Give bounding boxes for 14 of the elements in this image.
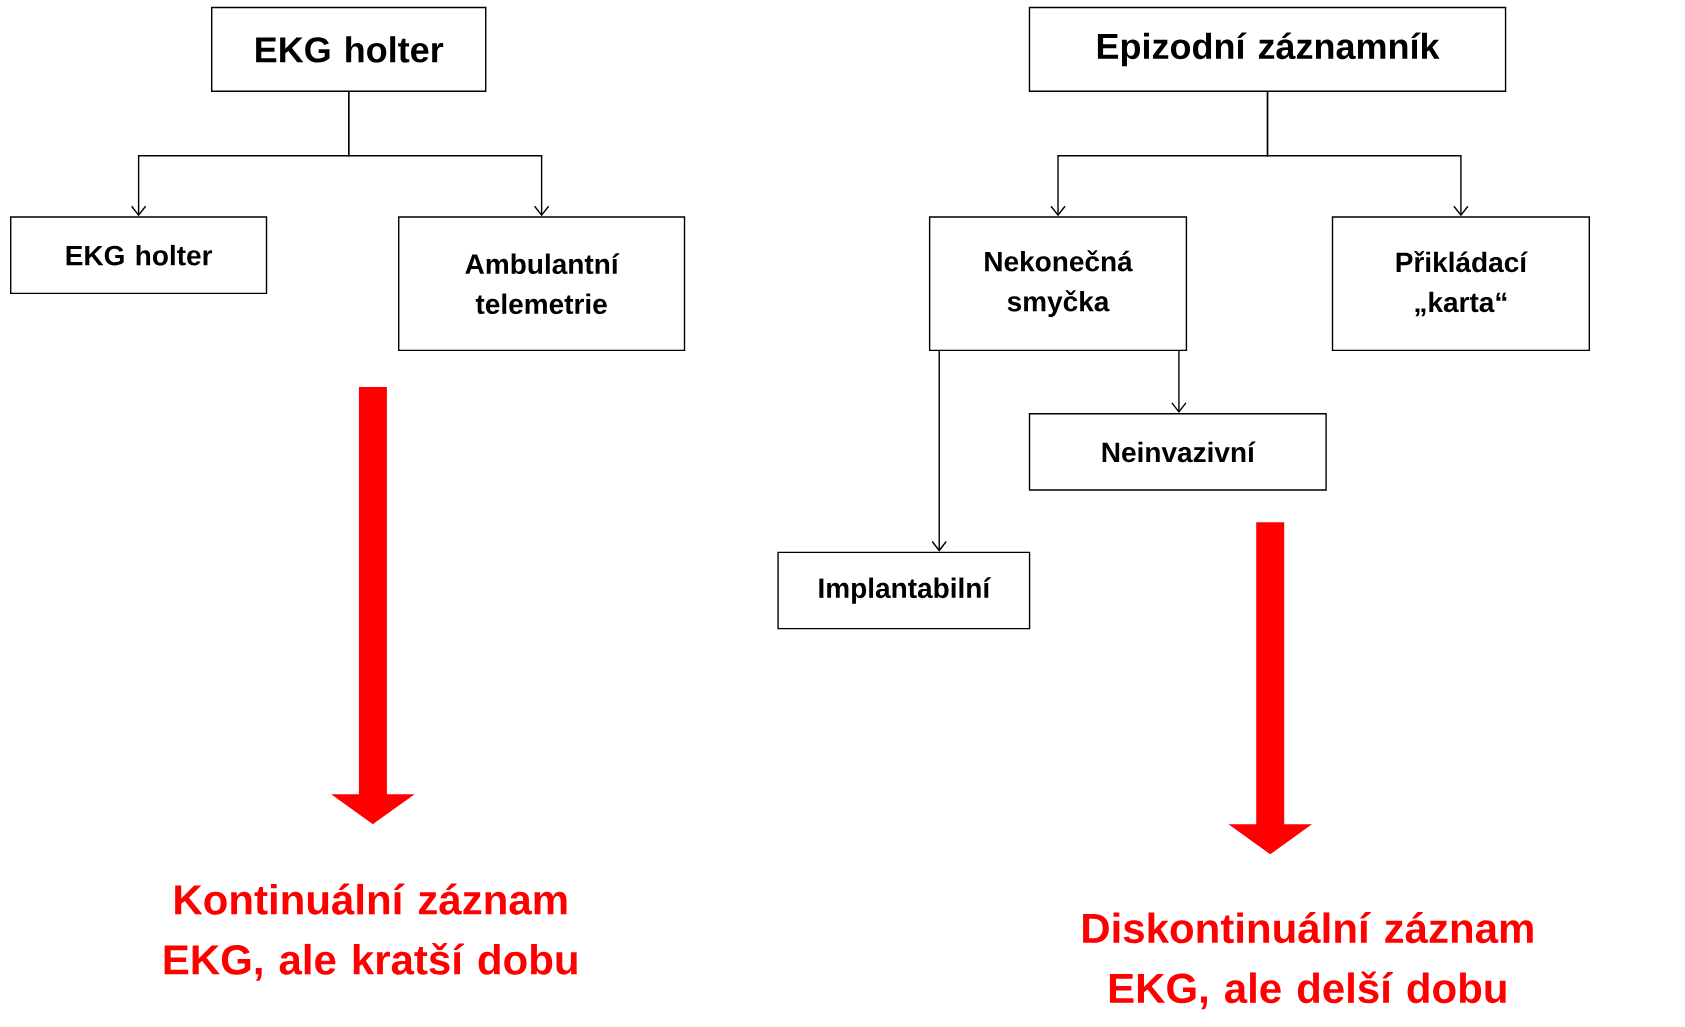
arrow <box>931 350 947 552</box>
process-box: Implantabilní <box>777 551 1031 630</box>
result-text: Kontinuální záznam EKG, ale kratší dobu <box>164 883 577 981</box>
process-box: EKG holter <box>211 6 487 92</box>
result-text: Diskontinuální záznam EKG, ale delší dobu <box>1083 912 1533 1010</box>
arrow <box>348 91 550 217</box>
process-box: Epizodní záznamník <box>1028 6 1507 92</box>
arrow <box>1171 350 1187 414</box>
process-box: EKG holter <box>10 216 268 295</box>
process-box: Přikládací „karta“ <box>1331 216 1590 352</box>
process-box: Ambulantní telemetrie <box>398 216 686 352</box>
process-box: Neinvazivní <box>1028 413 1327 491</box>
arrow <box>1266 91 1469 217</box>
process-box: Nekonečná smyčka <box>928 216 1188 352</box>
